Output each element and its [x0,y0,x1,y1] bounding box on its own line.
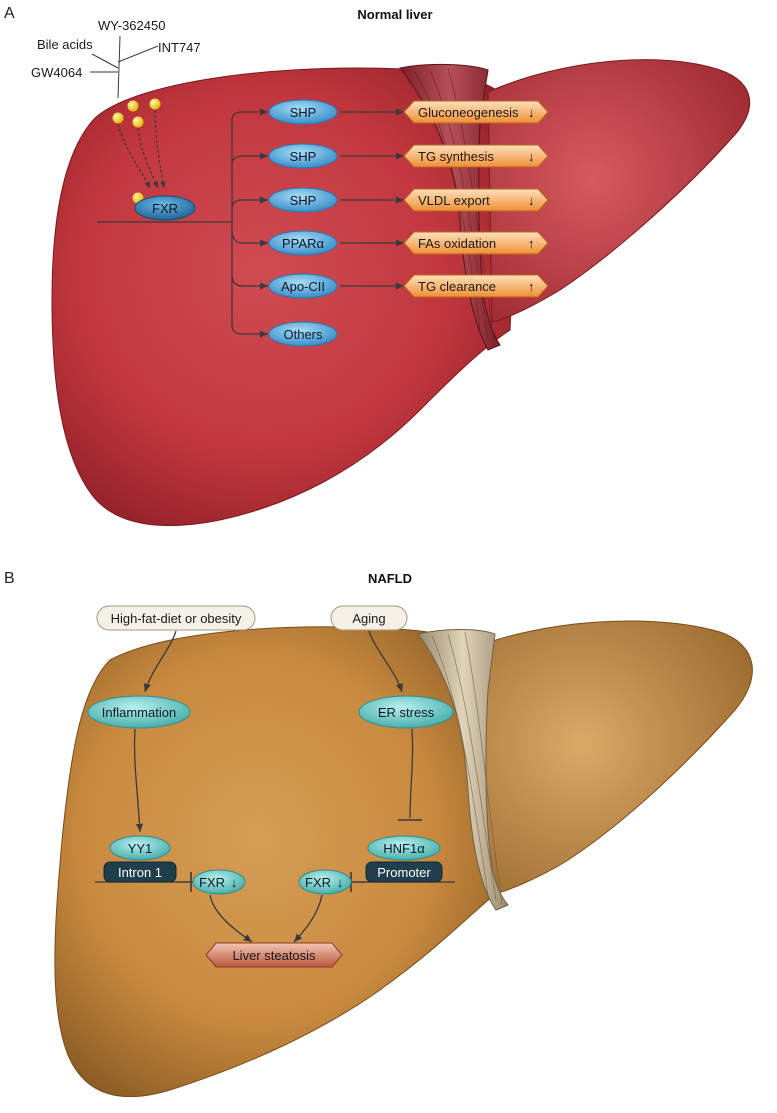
outcome-label: VLDL export [418,193,490,208]
factor-label: HNF1α [383,841,425,856]
site-label: Intron 1 [118,865,162,880]
fxr-label: FXR [199,875,225,890]
arrow-inflammation-to-yy1 [133,728,144,833]
target-label: Others [283,327,323,342]
result-liver-steatosis: Liver steatosis [205,942,343,968]
outcome-label: TG clearance [418,279,496,294]
outcome-fas-oxidation: FAs oxidation ↑ [403,231,549,255]
ligand-label-gw4064: GW4064 [31,65,82,80]
arrow-fxr-right-to-steatosis [293,894,323,943]
outcome-direction: ↓ [528,193,535,208]
outcome-direction: ↑ [528,236,535,251]
ligand-label-wy362450: WY-362450 [98,18,165,33]
result-label: Liver steatosis [232,948,316,963]
factor-hnf1a: HNF1α [367,835,441,861]
panel-b-letter: B [4,570,15,587]
nafld-liver-illustration [54,620,753,1097]
normal-liver-illustration [51,59,751,527]
fxr-node-a [134,195,196,221]
mediator-label: Inflammation [102,705,176,720]
panel-b-title: NAFLD [368,571,412,586]
outcome-label: Gluconeogenesis [418,105,519,120]
nafld-liver-left-lobe [54,626,506,1097]
ligand-balls [112,98,161,204]
factor-yy1: YY1 [109,835,171,861]
outcome-label: FAs oxidation [418,236,496,251]
outcome-label: TG synthesis [418,149,494,164]
trigger-high-fat-diet: High-fat-diet or obesity [96,605,256,631]
ligand-leader-lines [90,35,159,99]
outcome-direction: ↓ [528,149,535,164]
target-node-apo-cii: Apo-CII [268,273,338,299]
target-label: PPARα [282,236,324,251]
target-label: SHP [290,149,317,164]
fxr-node-b-left: FXR ↓ [192,869,246,895]
fxr-label: FXR [305,875,331,890]
ligand-binding-arrows [117,109,166,189]
trigger-label: Aging [352,611,385,626]
fxr-direction: ↓ [231,875,238,890]
inhibit-intron-to-fxr [176,872,192,892]
arrow-trigger-to-er-stress [368,630,403,693]
target-node-ppara: PPARα [268,230,338,256]
site-intron-1: Intron 1 [103,861,177,883]
trigger-label: High-fat-diet or obesity [111,611,242,626]
trigger-aging: Aging [330,605,408,631]
outcome-direction: ↑ [528,279,535,294]
fxr-direction: ↓ [337,875,344,890]
outcome-gluconeogenesis: Gluconeogenesis ↓ [403,100,549,124]
site-label: Promoter [377,865,431,880]
outcome-tg-clearance: TG clearance ↑ [403,274,549,298]
branch-bracket [231,108,268,338]
mediator-label: ER stress [378,705,435,720]
mediator-er-stress: ER stress [358,695,454,729]
target-node-others: Others [268,321,338,347]
nafld-liver-ligament [417,629,509,911]
mediator-inflammation: Inflammation [87,695,191,729]
ligand-label-bile-acids: Bile acids [37,37,93,52]
target-label: SHP [290,193,317,208]
target-node-shp-2: SHP [268,143,338,169]
normal-liver-right-lobe [487,59,751,323]
arrow-trigger-to-inflammation [143,630,177,693]
target-node-shp-3: SHP [268,187,338,213]
factor-label: YY1 [128,841,153,856]
fxr-node-b-right: FXR ↓ [298,869,352,895]
outcome-direction: ↓ [528,105,535,120]
outcome-arrows [340,108,404,290]
arrow-fxr-left-to-steatosis [209,894,253,943]
inhibit-er-stress-to-hnf1a [398,728,422,821]
target-label: SHP [290,105,317,120]
site-promoter: Promoter [365,861,443,883]
ligand-label-int747: INT747 [158,40,201,55]
target-node-shp-1: SHP [268,99,338,125]
nafld-liver-right-lobe [467,620,753,896]
fxr-label-a: FXR [152,201,178,216]
panel-a-title: Normal liver [357,7,432,22]
outcome-vldl-export: VLDL export ↓ [403,188,549,212]
target-label: Apo-CII [281,279,325,294]
panel-a-letter: A [4,5,15,22]
outcome-tg-synthesis: TG synthesis ↓ [403,144,549,168]
